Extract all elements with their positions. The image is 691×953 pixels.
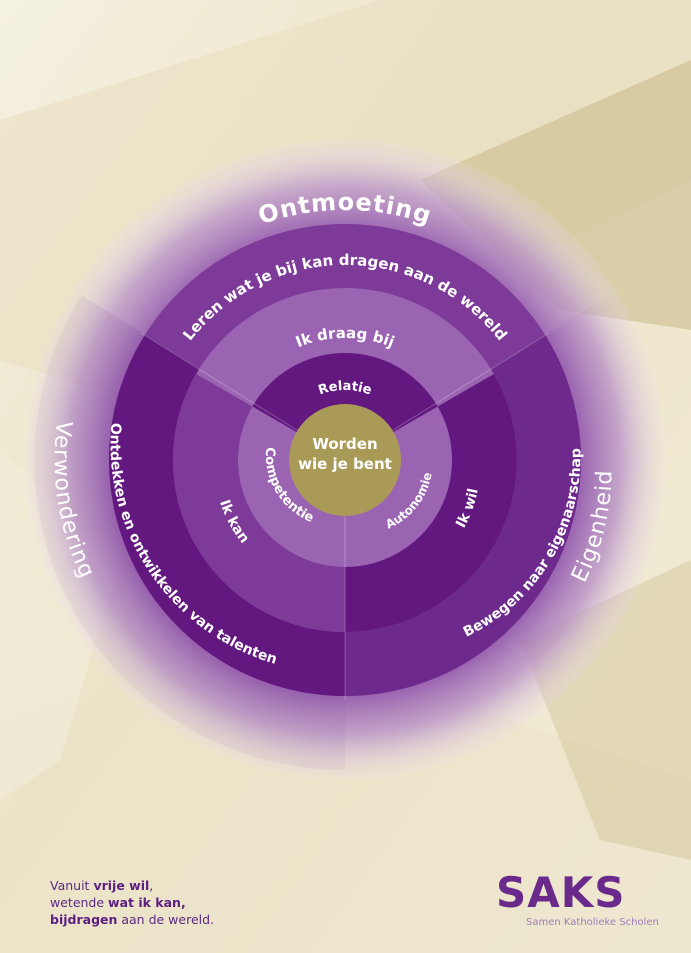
bg-facet <box>420 60 691 330</box>
center-label-line2: wie je bent <box>298 455 392 473</box>
motto-text: Vanuit <box>50 878 94 893</box>
motto-line-2: wetende wat ik kan, <box>50 894 310 911</box>
motto-text: wetende <box>50 895 109 910</box>
motto-line-3: bijdragen aan de wereld. <box>50 911 310 928</box>
center-circle <box>289 404 401 516</box>
motto-emphasis: wat ik kan, <box>108 895 186 910</box>
inner-label-top: Relatie <box>317 379 374 399</box>
saks-logo: SAKS Samen Katholieke Scholen <box>496 870 666 938</box>
motto-emphasis: vrije wil <box>93 878 150 893</box>
motto-comma: , <box>149 878 154 893</box>
footer-motto: Vanuit vrije wil, wetende wat ik kan, bi… <box>50 877 310 928</box>
motto-emphasis: bijdragen <box>50 912 118 927</box>
motto-line-1: Vanuit vrije wil, <box>50 877 310 894</box>
motto-text: aan de wereld. <box>117 912 215 927</box>
logo-wordmark: SAKS <box>496 868 626 917</box>
logo-subtitle: Samen Katholieke Scholen <box>526 917 659 928</box>
center-label-line1: Worden <box>312 435 377 453</box>
